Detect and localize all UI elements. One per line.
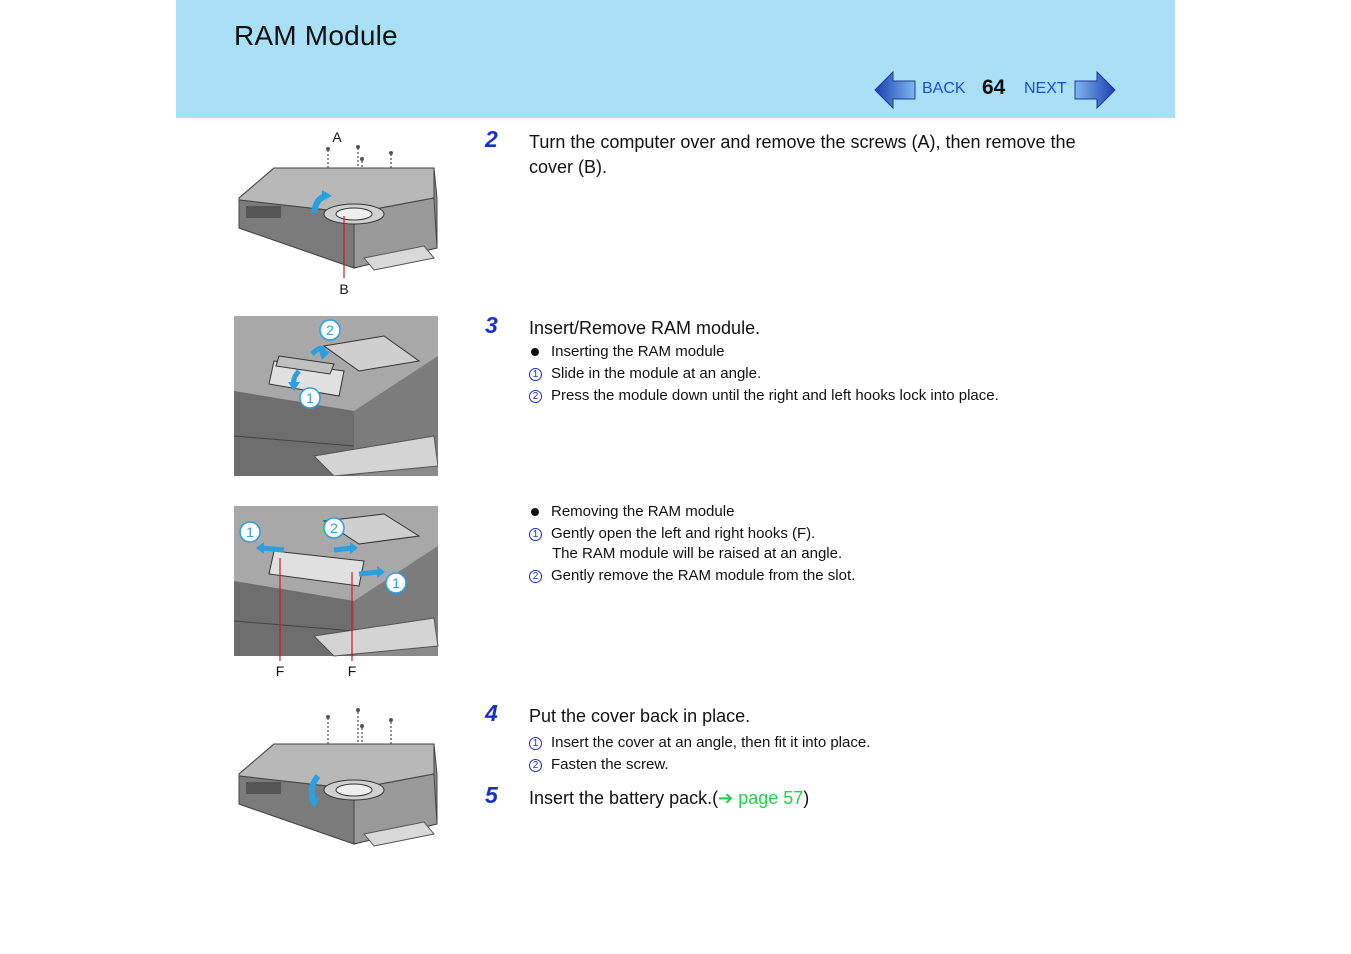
label-screw-a: A [332,129,342,145]
next-arrow-icon[interactable] [1073,70,1117,110]
insert-heading: Inserting the RAM module [529,342,724,362]
step-2-text: Turn the computer over and remove the sc… [529,130,1076,180]
arrow-right-icon: ➔ [718,788,734,808]
label-hook-f-right: F [348,663,357,679]
replace-cover-illustration [238,708,438,847]
back-arrow-icon[interactable] [873,70,917,110]
step-2-line-1: Turn the computer over and remove the sc… [529,132,1076,152]
circled-one-icon: 1 [529,528,542,541]
circle-label-2: 2 [326,322,334,338]
step-2-number: 2 [485,126,498,152]
insert-ram-illustration: 2 1 [234,316,438,476]
page-57-link[interactable]: page 57 [733,788,804,808]
page-title: RAM Module [234,20,398,51]
circled-one-icon: 1 [529,368,542,381]
page-header: RAM Module BACK 64 NEXT [176,0,1175,118]
remove-heading: Removing the RAM module [529,502,734,522]
step-2-line-2: cover (B). [529,157,608,177]
circle-label-1: 1 [306,390,314,406]
step-5-text: Insert the battery pack.(➔ page 57) [529,788,810,808]
back-link[interactable]: BACK [922,80,966,97]
bullet-icon [531,507,539,516]
circled-two-icon: 2 [529,570,542,583]
circled-one-icon: 1 [529,737,542,750]
step-5-number: 5 [485,782,498,808]
label-cover-b: B [339,281,348,297]
remove-step-1-note: The RAM module will be raised at an angl… [552,545,843,562]
circle-label-1-right: 1 [392,575,400,591]
next-link[interactable]: NEXT [1024,80,1067,97]
remove-ram-illustration: 1 2 1 F F [234,506,439,679]
bullet-icon [531,347,539,356]
remove-cover-illustration: A B [238,129,438,297]
circle-label-1-left: 1 [246,524,254,540]
circle-label-2-top: 2 [330,520,338,536]
page-number: 64 [982,76,1006,99]
step-3-text: Insert/Remove RAM module. [529,318,761,338]
label-hook-f-left: F [276,663,285,679]
circled-two-icon: 2 [529,759,542,772]
step-4-number: 4 [485,700,498,726]
circled-two-icon: 2 [529,390,542,403]
step-4-text: Put the cover back in place. [529,706,751,726]
page-navigation: BACK 64 NEXT [873,70,1118,110]
step-3-number: 3 [485,312,498,338]
